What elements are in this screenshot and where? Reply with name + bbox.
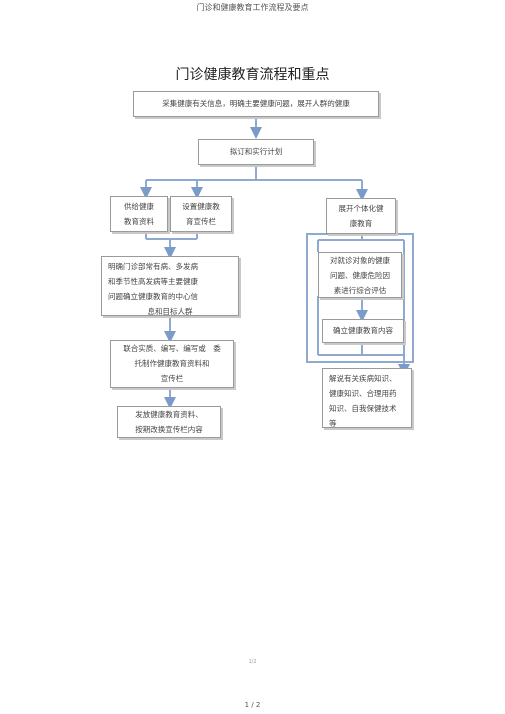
clarify-line-1: 明确门诊部常有病、多发病 <box>108 262 198 271</box>
individual-education-box: 展开个体化健 康教育 <box>326 198 396 234</box>
setup-board-box: 设置健康教 育宣传栏 <box>170 196 232 232</box>
provide-materials-box: 供给健康 教育资料 <box>110 196 168 232</box>
individual-line-1: 展开个体化健 <box>338 204 384 213</box>
setup-line-1: 设置健康教 <box>182 202 220 211</box>
right-group-frame <box>306 233 414 363</box>
clarify-line-2: 和季节性高发病等主要健康 <box>108 277 198 286</box>
provide-line-2: 教育资料 <box>124 217 154 226</box>
plan-text: 拟订和实行计划 <box>229 147 283 156</box>
content-text: 确立健康教育内容 <box>333 326 393 335</box>
plan-box: 拟订和实行计划 <box>198 139 314 165</box>
page-number: 1 / 2 <box>244 701 261 709</box>
distribute-box: 发放健康教育资料、 按期改换宣传栏内容 <box>117 406 221 438</box>
collect-info-text: 采集健康有关信息，明确主要健康问题，展开人群的健康 <box>162 99 350 108</box>
explain-line-2: 健康知识、合理用药 <box>329 389 397 398</box>
distribute-line-1: 发放健康教育资料、 <box>135 410 203 419</box>
footer-small-mark: 1/2 <box>248 659 257 665</box>
assess-line-2: 问题、健康危险因 <box>330 271 390 280</box>
page-header: 门诊和健康教育工作流程及要点 <box>196 3 309 12</box>
setup-line-2: 育宣传栏 <box>186 217 216 226</box>
joint-line-2: 托制作健康教育资料和 <box>134 359 210 368</box>
joint-line-3: 宣传栏 <box>160 374 184 383</box>
assess-line-3: 素进行综合评估 <box>333 286 387 295</box>
content-box: 确立健康教育内容 <box>322 319 404 343</box>
individual-line-2: 康教育 <box>349 219 373 228</box>
assess-box: 对就诊对象的健康 问题、健康危险因 素进行综合评估 <box>318 252 402 298</box>
joint-production-box: 联合实质、编写、编写或 委 托制作健康教育资料和 宣传栏 <box>110 340 234 388</box>
distribute-line-2: 按期改换宣传栏内容 <box>135 425 203 434</box>
joint-line-1: 联合实质、编写、编写或 委 <box>123 344 221 353</box>
clarify-line-3: 问题确立健康教育的中心信 <box>108 292 198 301</box>
collect-info-box: 采集健康有关信息，明确主要健康问题，展开人群的健康 <box>133 91 379 117</box>
provide-line-1: 供给健康 <box>124 202 154 211</box>
diagram-title: 门诊健康教育流程和重点 <box>175 67 330 83</box>
explain-knowledge-box: 解说有关疾病知识、 健康知识、合理用药 知识、自我保健技术 等 <box>322 368 412 428</box>
assess-line-1: 对就诊对象的健康 <box>330 256 390 265</box>
clarify-line-4: 息和目标人群 <box>147 307 193 316</box>
explain-line-1: 解说有关疾病知识、 <box>329 374 397 383</box>
clarify-issues-box: 明确门诊部常有病、多发病 和季节性高发病等主要健康 问题确立健康教育的中心信 息… <box>101 256 239 316</box>
explain-line-3: 知识、自我保健技术 <box>329 404 397 413</box>
explain-line-4: 等 <box>329 419 337 428</box>
